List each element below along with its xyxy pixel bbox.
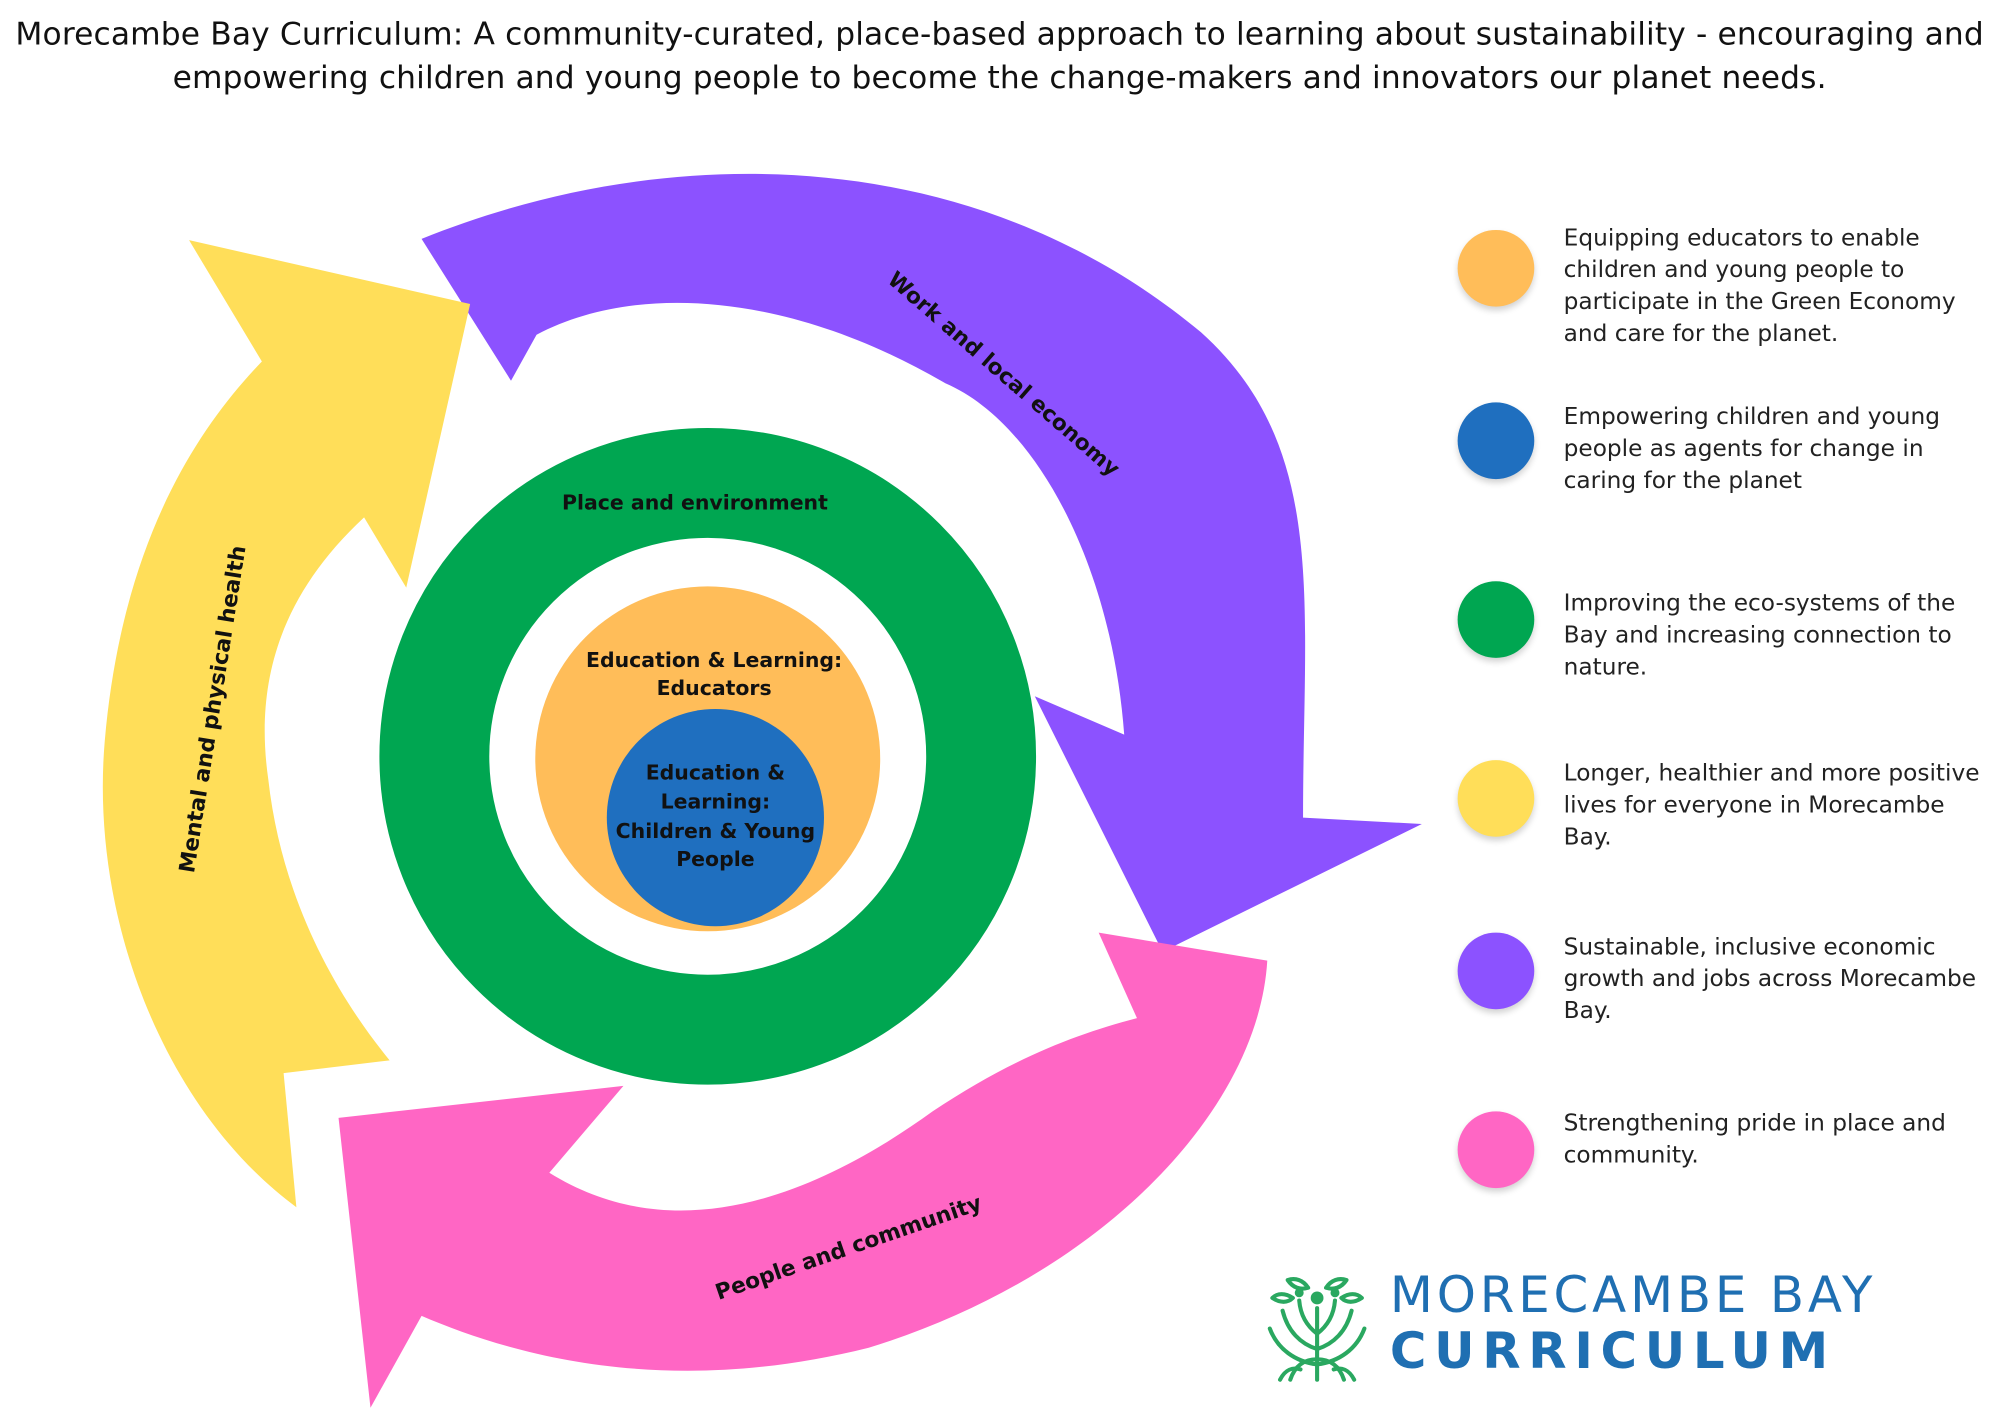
legend-dot-green [1457, 581, 1535, 658]
logo-text-line-1: MORECAMBE BAY [1389, 1267, 1877, 1325]
logo-text-line-2: CURRICULUM [1389, 1323, 1836, 1381]
tree-people-icon [1267, 1277, 1367, 1382]
legend-text: Equipping educators to enable children a… [1563, 224, 1956, 348]
legend-text: Strengthening pride in place and communi… [1563, 1110, 1946, 1169]
legend-text: Improving the eco-systems of the Bay and… [1563, 590, 1956, 681]
morecambe-bay-curriculum-logo: MORECAMBE BAY CURRICULUM [1262, 1267, 1977, 1390]
title-line-2: empowering children and young people to … [172, 58, 1827, 96]
people-community-arrow [338, 932, 1268, 1408]
mental-health-arrow [102, 240, 471, 1208]
page-title: Morecambe Bay Curriculum: A community-cu… [13, 13, 1987, 100]
legend-dot-pink [1457, 1111, 1535, 1189]
title-line-1: Morecambe Bay Curriculum: A community-cu… [15, 15, 1984, 53]
children-label-line-4: People [676, 847, 754, 871]
educators-label-line-2: Educators [657, 676, 772, 700]
place-environment-label: Place and environment [562, 491, 828, 515]
educators-label-line-1: Education & Learning: [586, 648, 842, 672]
children-label-line-1: Education & [646, 760, 785, 784]
children-label-line-2: Learning: [661, 790, 771, 814]
legend-text: Longer, healthier and more positive live… [1563, 760, 1980, 851]
place-environment-ring [379, 427, 1037, 1085]
legend-dot-purple [1457, 932, 1535, 1010]
legend-dot-blue [1457, 402, 1535, 480]
legend-text: Sustainable, inclusive economic growth a… [1563, 933, 1977, 1025]
legend-dot-yellow [1457, 760, 1535, 837]
children-label-line-3: Children & Young [616, 819, 815, 843]
legend-dot-orange [1457, 229, 1535, 307]
legend-text: Empowering children and young people as … [1563, 403, 1940, 495]
work-economy-arrow [421, 173, 1422, 952]
children-young-people-circle [606, 709, 824, 927]
